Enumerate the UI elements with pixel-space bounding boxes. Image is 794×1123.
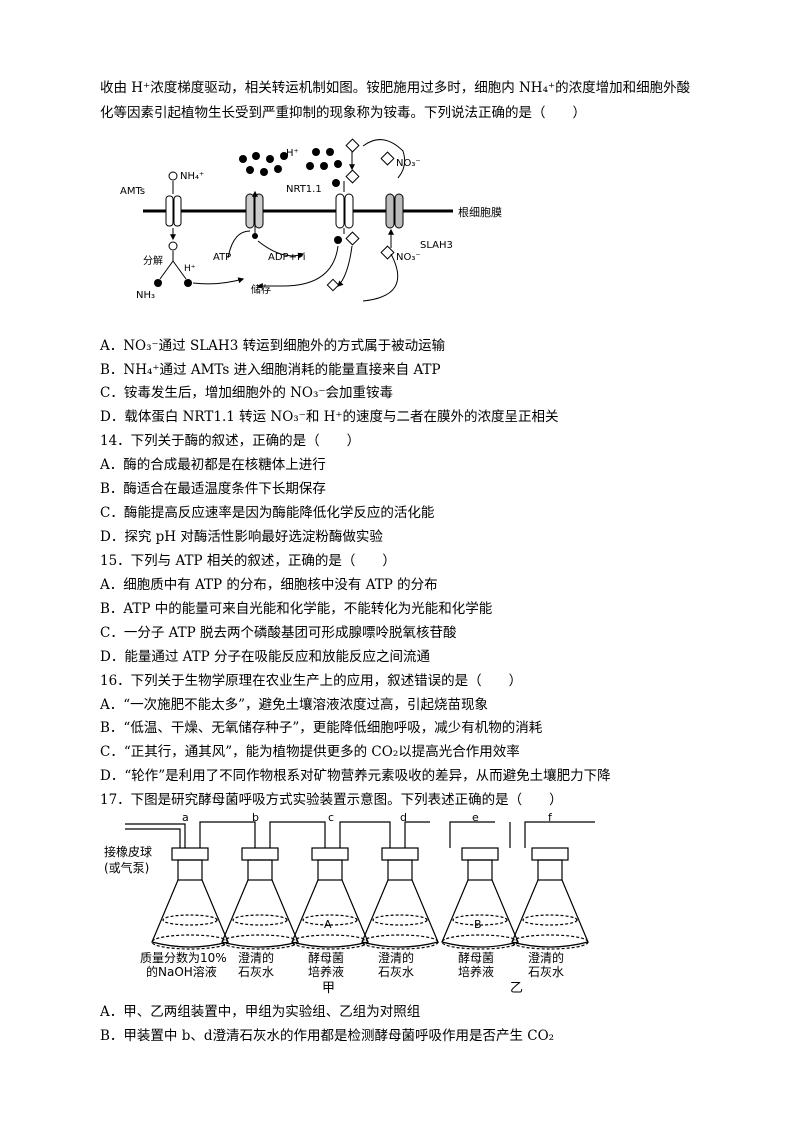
limewater-b-label-1: 澄清的 bbox=[238, 950, 274, 965]
limewater-f-label-1: 澄清的 bbox=[528, 950, 564, 965]
limewater-b-label-2: 石灰水 bbox=[238, 965, 274, 979]
h-plus-label: H⁺ bbox=[286, 148, 299, 159]
q14-option-a: A．酶的合成最初都是在核糖体上进行 bbox=[100, 457, 326, 473]
q17-stem: 17．下图是研究酵母菌呼吸方式实验装置示意图。下列表述正确的是（ ） bbox=[100, 792, 563, 808]
nrt11-transporter bbox=[335, 193, 354, 229]
tube-label-b: b bbox=[252, 812, 259, 824]
q16-option-a: A．“一次施肥不能太多”，避免土壤溶液浓度过高，引起烧苗现象 bbox=[100, 697, 489, 713]
yeast-a-label-2: 培养液 bbox=[308, 964, 344, 979]
group-yi-label: 乙 bbox=[510, 981, 523, 996]
q15-option-b: B．ATP 中的能量可来自光能和化学能，不能转化为光能和化学能 bbox=[100, 601, 493, 617]
limewater-d-label-2: 石灰水 bbox=[378, 965, 414, 979]
limewater-f-label-2: 石灰水 bbox=[528, 965, 564, 979]
flask-limewater-b bbox=[221, 847, 299, 950]
flask-label-b: B bbox=[474, 918, 482, 931]
amts-transporter bbox=[165, 195, 182, 227]
pump-label-2: (或气泵) bbox=[104, 860, 149, 875]
flask-limewater-f bbox=[511, 847, 589, 950]
slah3-label: SLAH3 bbox=[420, 240, 453, 251]
tube-label-c: c bbox=[328, 812, 334, 824]
fenjie-label: 分解 bbox=[143, 254, 163, 267]
pump-label-1: 接橡皮球 bbox=[104, 844, 152, 859]
q16-option-d: D．“轮作”是利用了不同作物根系对矿物营养元素吸收的差异，从而避免土壤肥力下降 bbox=[100, 768, 611, 784]
limewater-d-label-1: 澄清的 bbox=[378, 950, 414, 965]
q14-stem: 14．下列关于酶的叙述，正确的是（ ） bbox=[100, 433, 361, 449]
no3-bottom-label: NO₃⁻ bbox=[396, 252, 421, 263]
h-plus-dots-outside bbox=[239, 148, 342, 176]
q13-option-a: A．NO₃⁻通过 SLAH3 转运到细胞外的方式属于被动运输 bbox=[100, 338, 446, 354]
flask-label-a: A bbox=[324, 918, 332, 931]
chucun-label: 储存 bbox=[251, 283, 271, 296]
q15-option-d: D．能量通过 ATP 分子在吸能反应和放能反应之间流通 bbox=[100, 649, 431, 665]
q17-option-b: B．甲装置中 b、d澄清石灰水的作用都是检测酵母菌呼吸作用是否产生 CO₂ bbox=[100, 1028, 555, 1044]
flask-limewater-d bbox=[361, 847, 439, 950]
naoh-label-2: 的NaOH溶液 bbox=[146, 964, 217, 979]
q16-stem: 16．下列关于生物学原理在农业生产上的应用，叙述错误的是（ ） bbox=[100, 673, 523, 689]
q14-option-b: B．酶适合在最适温度条件下长期保存 bbox=[100, 481, 326, 497]
naoh-label-1: 质量分数为10% bbox=[140, 950, 227, 965]
q13-option-c: C．铵毒发生后，增加细胞外的 NO₃⁻会加重铵毒 bbox=[100, 385, 394, 401]
yeast-b-label-1: 酵母菌 bbox=[458, 951, 494, 965]
q14-option-c: C．酶能提高反应速率是因为酶能降低化学反应的活化能 bbox=[100, 505, 435, 521]
atp-label: ATP bbox=[213, 252, 231, 263]
nh3-label: NH₃ bbox=[136, 290, 155, 301]
nh4-label: NH₄⁺ bbox=[180, 171, 204, 182]
tube-label-a: a bbox=[182, 812, 189, 824]
q16-option-b: B．“低温、干燥、无氧储存种子”，更能降低细胞呼吸，减少有机物的消耗 bbox=[100, 720, 543, 736]
q13-option-b: B．NH₄⁺通过 AMTs 进入细胞消耗的能量直接来自 ATP bbox=[100, 362, 441, 378]
q16-option-c: C．“正其行，通其风”，能为植物提供更多的 CO₂以提高光合作用效率 bbox=[100, 744, 520, 760]
flask-yeast-b bbox=[441, 847, 519, 950]
intro-line-1: 收由 H⁺浓度梯度驱动，相关转运机制如图。铵肥施用过多时，细胞内 NH₄⁺的浓度… bbox=[100, 80, 691, 96]
h-plus-inside-label: H⁺ bbox=[184, 264, 196, 274]
group-jia-label: 甲 bbox=[322, 981, 335, 996]
amts-label: AMTs bbox=[120, 186, 145, 197]
tube-label-e: e bbox=[472, 812, 479, 824]
q15-stem: 15．下列与 ATP 相关的叙述，正确的是（ ） bbox=[100, 553, 396, 569]
adp-label: ADP+Pi bbox=[268, 252, 306, 263]
no3-top-label: NO₃⁻ bbox=[396, 158, 421, 169]
membrane-transport-diagram: 根细胞膜 H⁺ AMTs NH₄⁺ 分解 H⁺ NH₃ ATP ADP+Pi N… bbox=[120, 138, 502, 302]
yeast-apparatus-diagram: a b c d e f 接橡皮球 (或气泵) A B 质量分数为10% 的NaO… bbox=[104, 812, 595, 996]
nrt-label: NRT1.1 bbox=[286, 184, 322, 195]
q14-option-d: D．探究 pH 对酶活性影响最好选淀粉酶做实验 bbox=[100, 529, 383, 545]
tube-label-d: d bbox=[400, 812, 407, 824]
slah3-transporter bbox=[385, 193, 404, 229]
membrane-label: 根细胞膜 bbox=[458, 205, 502, 219]
flask-yeast-a bbox=[291, 847, 369, 950]
q17-option-a: A．甲、乙两组装置中，甲组为实验组、乙组为对照组 bbox=[100, 1004, 421, 1020]
tube-label-f: f bbox=[548, 812, 553, 824]
yeast-b-label-2: 培养液 bbox=[458, 964, 494, 979]
intro-line-2: 化等因素引起植物生长受到严重抑制的现象称为铵毒。下列说法正确的是（ ） bbox=[100, 105, 586, 121]
q15-option-c: C．一分子 ATP 脱去两个磷酸基团可形成腺嘌呤脱氧核苷酸 bbox=[100, 625, 457, 641]
q15-option-a: A．细胞质中有 ATP 的分布，细胞核中没有 ATP 的分布 bbox=[100, 577, 438, 593]
flask-naoh bbox=[151, 847, 229, 950]
yeast-a-label-1: 酵母菌 bbox=[308, 951, 344, 965]
q13-option-d: D．载体蛋白 NRT1.1 转运 NO₃⁻和 H⁺的速度与二者在膜外的浓度呈正相… bbox=[100, 409, 559, 425]
proton-pump bbox=[245, 193, 264, 229]
